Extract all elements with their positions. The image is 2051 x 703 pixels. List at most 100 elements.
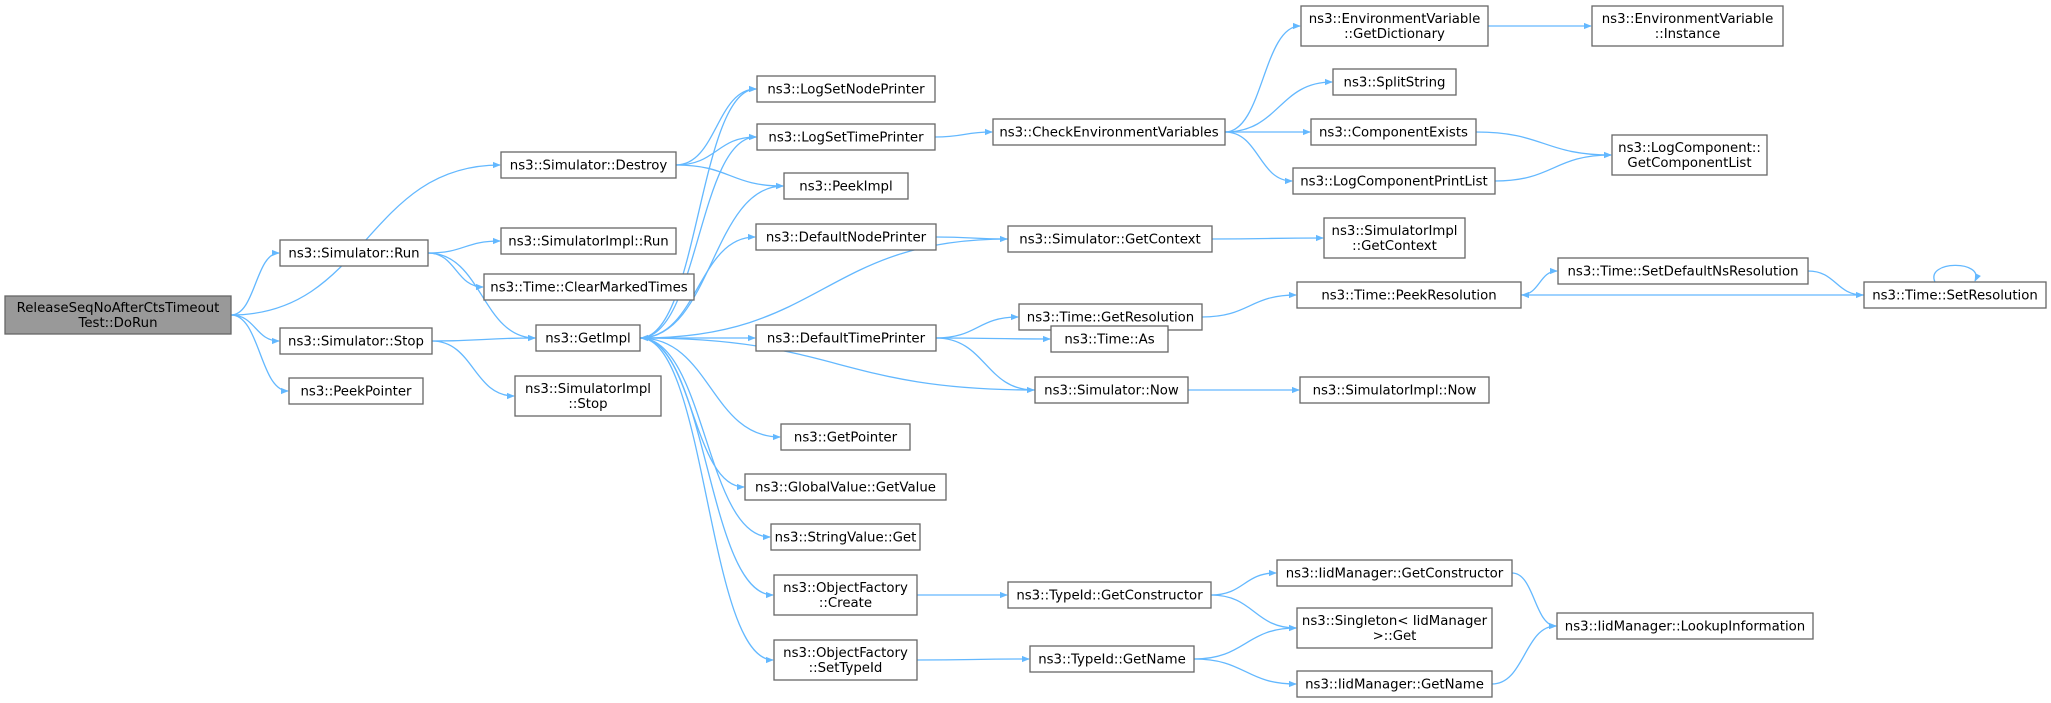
node-box	[1310, 118, 1477, 146]
node-label: ns3::SimulatorImpl	[1332, 224, 1458, 239]
node-ns3-objectfactory-create[interactable]: ns3::ObjectFactory::Create	[773, 574, 918, 616]
call-edge	[935, 335, 1051, 343]
node-ns3-time-as[interactable]: ns3::Time::As	[1050, 325, 1169, 353]
node-label: ::SetTypeId	[809, 661, 883, 676]
call-edge	[640, 334, 1036, 391]
node-label: ns3::Simulator::Run	[288, 247, 419, 262]
node-label: ns3::Simulator::Now	[1044, 384, 1179, 399]
node-box	[1292, 167, 1496, 195]
node-label: ns3::IidManager::GetConstructor	[1286, 567, 1504, 582]
node-ns3-simulator-now[interactable]: ns3::Simulator::Now	[1034, 376, 1189, 404]
node-box	[4, 295, 232, 335]
call-edge	[1933, 264, 1981, 283]
node-label: ReleaseSeqNoAfterCtsTimeout	[17, 301, 220, 316]
node-label: ::Create	[819, 596, 872, 611]
node-ns3-logsettimeprinter[interactable]: ns3::LogSetTimePrinter	[756, 123, 936, 151]
node-label: ::Stop	[568, 397, 607, 412]
node-ns3-logsetnodeprinter[interactable]: ns3::LogSetNodePrinter	[756, 75, 936, 103]
node-ns3-checkenvironmentvariables[interactable]: ns3::CheckEnvironmentVariables	[992, 118, 1226, 146]
node-label: ns3::Singleton< IidManager	[1302, 614, 1488, 629]
node-ns3-getpointer[interactable]: ns3::GetPointer	[780, 423, 911, 451]
node-label: ns3::Time::PeekResolution	[1321, 289, 1496, 304]
call-edge	[1224, 78, 1333, 133]
node-ns3-peekpointer[interactable]: ns3::PeekPointer	[288, 377, 424, 405]
node-label: ns3::GetPointer	[794, 431, 898, 446]
node-box	[1029, 645, 1195, 673]
call-edge	[1193, 624, 1297, 660]
node-box	[1332, 68, 1457, 96]
node-ns3-objectfactory-settypeid[interactable]: ns3::ObjectFactory::SetTypeId	[773, 639, 918, 681]
node-label: ns3::TypeId::GetConstructor	[1016, 589, 1203, 604]
node-ns3-simulatorimpl-stop[interactable]: ns3::SimulatorImpl::Stop	[514, 375, 662, 417]
node-ns3-environmentvariable-getdictionary[interactable]: ns3::EnvironmentVariable::GetDictionary	[1300, 5, 1489, 47]
node-ns3-logcomponent-getcomponentlist[interactable]: ns3::LogComponent::GetComponentList	[1611, 134, 1768, 176]
node-ns3-defaultnodeprinter[interactable]: ns3::DefaultNodePrinter	[755, 223, 937, 251]
call-edge	[639, 337, 771, 541]
node-label: ns3::LogSetTimePrinter	[768, 131, 924, 146]
node-ns3-globalvalue-getvalue[interactable]: ns3::GlobalValue::GetValue	[744, 473, 947, 501]
call-edge	[935, 337, 1035, 394]
node-ns3-simulator-run[interactable]: ns3::Simulator::Run	[279, 239, 429, 267]
node-box	[756, 75, 936, 103]
node-box	[1300, 5, 1489, 47]
node-ns3-simulatorimpl-run[interactable]: ns3::SimulatorImpl::Run	[500, 227, 677, 255]
call-edge	[230, 249, 280, 316]
node-ns3-iidmanager-getconstructor[interactable]: ns3::IidManager::GetConstructor	[1276, 559, 1513, 587]
node-box	[288, 377, 424, 405]
node-ns3-simulator-getcontext[interactable]: ns3::Simulator::GetContext	[1007, 225, 1213, 253]
node-ns3-stringvalue-get[interactable]: ns3::StringValue::Get	[770, 523, 921, 551]
call-edge	[1224, 22, 1301, 133]
node-ns3-typeid-getname[interactable]: ns3::TypeId::GetName	[1029, 645, 1195, 673]
node-label: ns3::ComponentExists	[1319, 126, 1468, 141]
node-label: ns3::DefaultTimePrinter	[767, 332, 926, 347]
call-edge	[230, 314, 289, 395]
node-ns3-getimpl[interactable]: ns3::GetImpl	[535, 324, 641, 352]
call-edge	[230, 314, 280, 345]
node-ns3-peekimpl[interactable]: ns3::PeekImpl	[783, 172, 909, 200]
node-label: ns3::Time::As	[1064, 333, 1154, 348]
node-ns3-logcomponentprintlist[interactable]: ns3::LogComponentPrintList	[1292, 167, 1496, 195]
node-ns3-time-setresolution[interactable]: ns3::Time::SetResolution	[1863, 281, 2047, 309]
node-ns3-simulatorimpl-now[interactable]: ns3::SimulatorImpl::Now	[1299, 376, 1490, 404]
node-label: ns3::Time::SetResolution	[1872, 289, 2038, 304]
node-label: ns3::IidManager::GetName	[1305, 678, 1484, 693]
node-label: ns3::ObjectFactory	[783, 581, 908, 596]
call-edge	[1475, 131, 1612, 159]
node-ns3-simulator-stop[interactable]: ns3::Simulator::Stop	[279, 327, 433, 355]
node-box	[1276, 559, 1513, 587]
node-label: ns3::LogComponentPrintList	[1300, 175, 1488, 190]
node-box	[483, 273, 695, 301]
node-ns3-iidmanager-getname[interactable]: ns3::IidManager::GetName	[1296, 670, 1493, 698]
node-box	[535, 324, 641, 352]
node-ns3-time-clearmarkedtimes[interactable]: ns3::Time::ClearMarkedTimes	[483, 273, 695, 301]
call-edge	[639, 182, 784, 339]
call-edge	[431, 340, 515, 400]
call-edge	[639, 233, 756, 339]
node-box	[773, 574, 918, 616]
node-box	[783, 172, 909, 200]
call-edge	[935, 313, 1019, 339]
node-label: ::GetContext	[1352, 239, 1437, 254]
node-box	[500, 227, 677, 255]
node-box	[780, 423, 911, 451]
node-ns3-time-setdefaultnsresolution[interactable]: ns3::Time::SetDefaultNsResolution	[1557, 257, 1809, 285]
node-ns3-simulatorimpl-getcontext[interactable]: ns3::SimulatorImpl::GetContext	[1323, 217, 1466, 259]
node-label: GetComponentList	[1627, 156, 1751, 171]
node-label: ns3::IidManager::LookupInformation	[1565, 620, 1805, 635]
node-ns3-time-peekresolution[interactable]: ns3::Time::PeekResolution	[1296, 281, 1522, 309]
node-ns3-defaulttimeprinter[interactable]: ns3::DefaultTimePrinter	[755, 324, 937, 352]
node-ns3-splitstring[interactable]: ns3::SplitString	[1332, 68, 1457, 96]
node-ns3-typeid-getconstructor[interactable]: ns3::TypeId::GetConstructor	[1007, 581, 1212, 609]
node-ns3-environmentvariable-instance[interactable]: ns3::EnvironmentVariable::Instance	[1591, 5, 1784, 47]
node-ns3-componentexists[interactable]: ns3::ComponentExists	[1310, 118, 1477, 146]
node-label: ns3::SimulatorImpl::Run	[508, 235, 668, 250]
node-ns3-simulator-destroy[interactable]: ns3::Simulator::Destroy	[500, 151, 677, 179]
call-edge	[639, 337, 774, 599]
call-edge	[1807, 270, 1864, 299]
node-ns3-iidmanager-lookupinformation[interactable]: ns3::IidManager::LookupInformation	[1556, 612, 1814, 640]
call-edge	[427, 237, 501, 254]
node-ns3-singleton-iidmanager-get[interactable]: ns3::Singleton< IidManager>::Get	[1296, 607, 1493, 649]
node-label: ns3::PeekPointer	[300, 385, 412, 400]
